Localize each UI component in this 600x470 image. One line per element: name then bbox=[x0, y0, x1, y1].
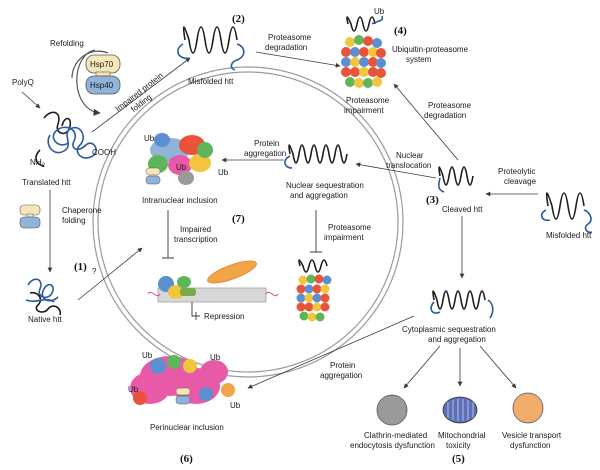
step-6-number: (6) bbox=[180, 453, 193, 465]
step-1-number: (1) bbox=[74, 261, 87, 273]
chaperone-folding-label: Chaperone folding bbox=[62, 206, 104, 225]
native-htt-icon bbox=[25, 278, 62, 316]
misfolded-htt-top-icon bbox=[177, 26, 245, 71]
ub-label-peri-3: Ub bbox=[128, 385, 139, 394]
step-5-number: (5) bbox=[452, 453, 465, 465]
intranuclear-inclusion-label: Intranuclear inclusion bbox=[142, 196, 218, 205]
misfolded-htt-right-label: Misfolded htt bbox=[546, 231, 592, 240]
native-htt-label: Native htt bbox=[28, 315, 63, 324]
dna-repression-icon bbox=[147, 260, 279, 320]
proteasome-impairment-mid-label: Proteasome impairment bbox=[324, 223, 373, 242]
nuclear-translocation-label: Nuclear translocation bbox=[386, 151, 431, 170]
nuclear-sequestration-icon bbox=[284, 144, 348, 169]
question-mark: ? bbox=[92, 267, 97, 276]
mitochondrion-icon bbox=[442, 396, 478, 424]
repression-label: Repression bbox=[204, 312, 244, 321]
impaired-transcription-label: Impaired transcription bbox=[174, 225, 218, 244]
polyq-label: PolyQ bbox=[12, 78, 34, 87]
misfolded-htt-right-icon bbox=[540, 192, 593, 234]
protein-aggregation-mid-label: Protein aggregation bbox=[244, 139, 286, 158]
hsp40-label: Hsp40 bbox=[90, 81, 114, 90]
transcription-inhibitor bbox=[162, 210, 174, 259]
nh2-label: NH2 bbox=[30, 158, 46, 169]
cytoplasmic-htt-icon bbox=[430, 290, 494, 319]
proteasome-inhibitor bbox=[310, 210, 322, 253]
hsp40-icon bbox=[85, 75, 121, 95]
ub-label-peri-2: Ub bbox=[210, 353, 221, 362]
step-2-number: (2) bbox=[232, 13, 245, 25]
vesicle-label: Vesicle transport dysfunction bbox=[502, 431, 563, 450]
misfolded-htt-top-label: Misfolded htt bbox=[188, 77, 234, 86]
cleaved-htt-label: Cleaved htt bbox=[442, 205, 483, 214]
ups-label: Ubiquitin-proteasome system bbox=[392, 45, 470, 64]
hsp70-label: Hsp70 bbox=[90, 60, 114, 69]
refolding-label: Refolding bbox=[50, 39, 84, 48]
translated-htt-label: Translated htt bbox=[22, 178, 71, 187]
step-4-number: (4) bbox=[394, 25, 407, 37]
proteasome-top-icon bbox=[341, 15, 386, 88]
protein-aggregation-low-label: Protein aggregation bbox=[320, 361, 362, 380]
refolding-chaperone-cycle: Hsp70 Hsp40 bbox=[71, 49, 121, 116]
vesicle-icon bbox=[512, 392, 544, 424]
perinuclear-inclusion-label: Perinuclear inclusion bbox=[150, 423, 224, 432]
translated-htt-icon bbox=[35, 111, 97, 167]
proteolytic-cleavage-label: Proteolytic cleavage bbox=[498, 167, 538, 186]
perinuclear-inclusion-icon bbox=[130, 355, 235, 405]
impaired-folding-label: Impaired protein folding bbox=[114, 70, 173, 122]
proteasome-degradation-right-label: Proteasome degradation bbox=[424, 101, 473, 120]
nuclear-seq-label: Nuclear sequestration and aggregation bbox=[286, 181, 366, 200]
ub-label-top: Ub bbox=[374, 7, 385, 16]
intranuclear-inclusion-icon bbox=[145, 133, 213, 185]
proteasome-mid-icon bbox=[296, 259, 332, 322]
ub-label-peri-1: Ub bbox=[142, 351, 153, 360]
ub-label-inclusion-3: Ub bbox=[218, 168, 229, 177]
proteasome-impairment-top-label: Proteasome impairment bbox=[344, 96, 391, 115]
nucleus-membrane bbox=[92, 66, 404, 378]
step-3-number: (3) bbox=[426, 194, 439, 206]
ub-label-inclusion-1: Ub bbox=[144, 134, 155, 143]
cooh-label: COOH bbox=[92, 148, 116, 157]
ub-label-inclusion-2: Ub bbox=[176, 163, 187, 172]
clathrin-vesicle-icon bbox=[376, 394, 408, 426]
cleaved-htt-icon bbox=[438, 166, 474, 193]
clathrin-label: Clathrin-mediated endocytosis dysfunctio… bbox=[350, 431, 435, 450]
proteasome-degradation-top-label: Proteasome degradation bbox=[265, 33, 313, 52]
step-7-number: (7) bbox=[232, 213, 245, 225]
ub-label-peri-4: Ub bbox=[230, 401, 241, 410]
cytoplasmic-seq-label: Cytoplasmic sequestration and aggregatio… bbox=[402, 325, 498, 344]
chaperone-icon bbox=[19, 204, 41, 229]
mito-label: Mitochondrial toxicity bbox=[438, 431, 488, 450]
